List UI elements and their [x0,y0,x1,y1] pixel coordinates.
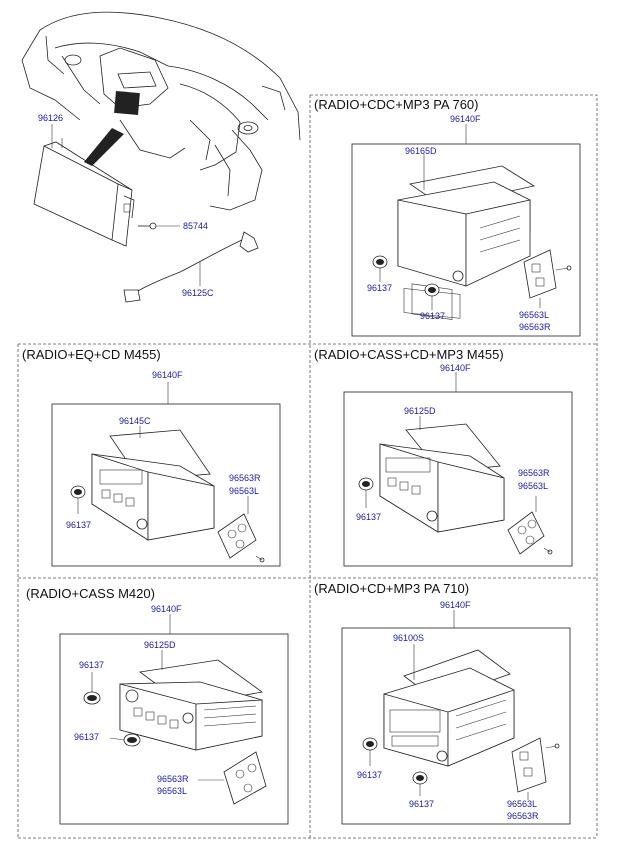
panel-5-bracket-label-b: 96563R [507,811,539,821]
panel-3-title: (RADIO+CASS+CD+MP3 M455) [314,347,504,362]
panel-4-bracket-label-b: 96563L [157,786,188,796]
panel-2-bracket-label-a: 96563R [229,473,261,483]
part-label-96126: 96126 [38,113,64,123]
panel-5-knob-label-b: 96137 [409,799,435,809]
panel-3-bracket-label-b: 96563L [518,481,549,491]
panel-2-knob-label: 96137 [66,520,92,530]
part-label-96125c: 96125C [182,288,214,298]
panel-2-title: (RADIO+EQ+CD M455) [22,347,161,362]
panel-1-assembly-label: 96140F [450,114,481,124]
panel-1-knob-label-a: 96137 [367,283,393,293]
panel-3-knob-label: 96137 [356,512,382,522]
panel-5-knob-label-a: 96137 [357,770,383,780]
panel-4-title: (RADIO+CASS M420) [26,586,155,601]
panel-5-drawing [341,610,571,825]
panel-5-bracket-label-a: 96563L [507,799,538,809]
panel-4-drawing [59,614,289,825]
part-label-85744: 85744 [183,221,209,231]
panel-3-bracket-label-a: 96563R [518,468,550,478]
panel-1-bracket-label-b: 96563R [519,322,551,332]
panel-3-assembly-label: 96140F [440,363,471,373]
panel-1-knob-label-b: 96137 [420,311,446,321]
panel-1-title: (RADIO+CDC+MP3 PA 760) [314,97,479,112]
panel-2-bracket-label-b: 96563L [229,486,260,496]
panel-5-unit-label: 96100S [393,633,425,643]
panel-1-bracket-label-a: 96563L [519,310,550,320]
dashboard-illustration [21,11,301,303]
panel-3-drawing [343,372,573,567]
panel-2-assembly-label: 96140F [152,370,183,380]
panel-4-knob-label-a: 96137 [79,660,105,670]
panel-1-unit-label: 96165D [405,146,437,156]
panel-5-title: (RADIO+CD+MP3 PA 710) [314,581,470,596]
panel-2-unit-label: 96145C [119,416,151,426]
panel-4-assembly-label: 96140F [151,604,182,614]
panel-4-knob-label-b: 96137 [74,732,100,742]
panel-4-bracket-label-a: 96563R [157,774,189,784]
panel-5-assembly-label: 96140F [440,600,471,610]
panel-4-unit-label: 96125D [144,640,176,650]
panel-3-unit-label: 96125D [404,406,436,416]
panel-1-drawing [351,124,581,337]
panel-2-drawing [51,382,281,567]
panel-frames [17,94,598,839]
